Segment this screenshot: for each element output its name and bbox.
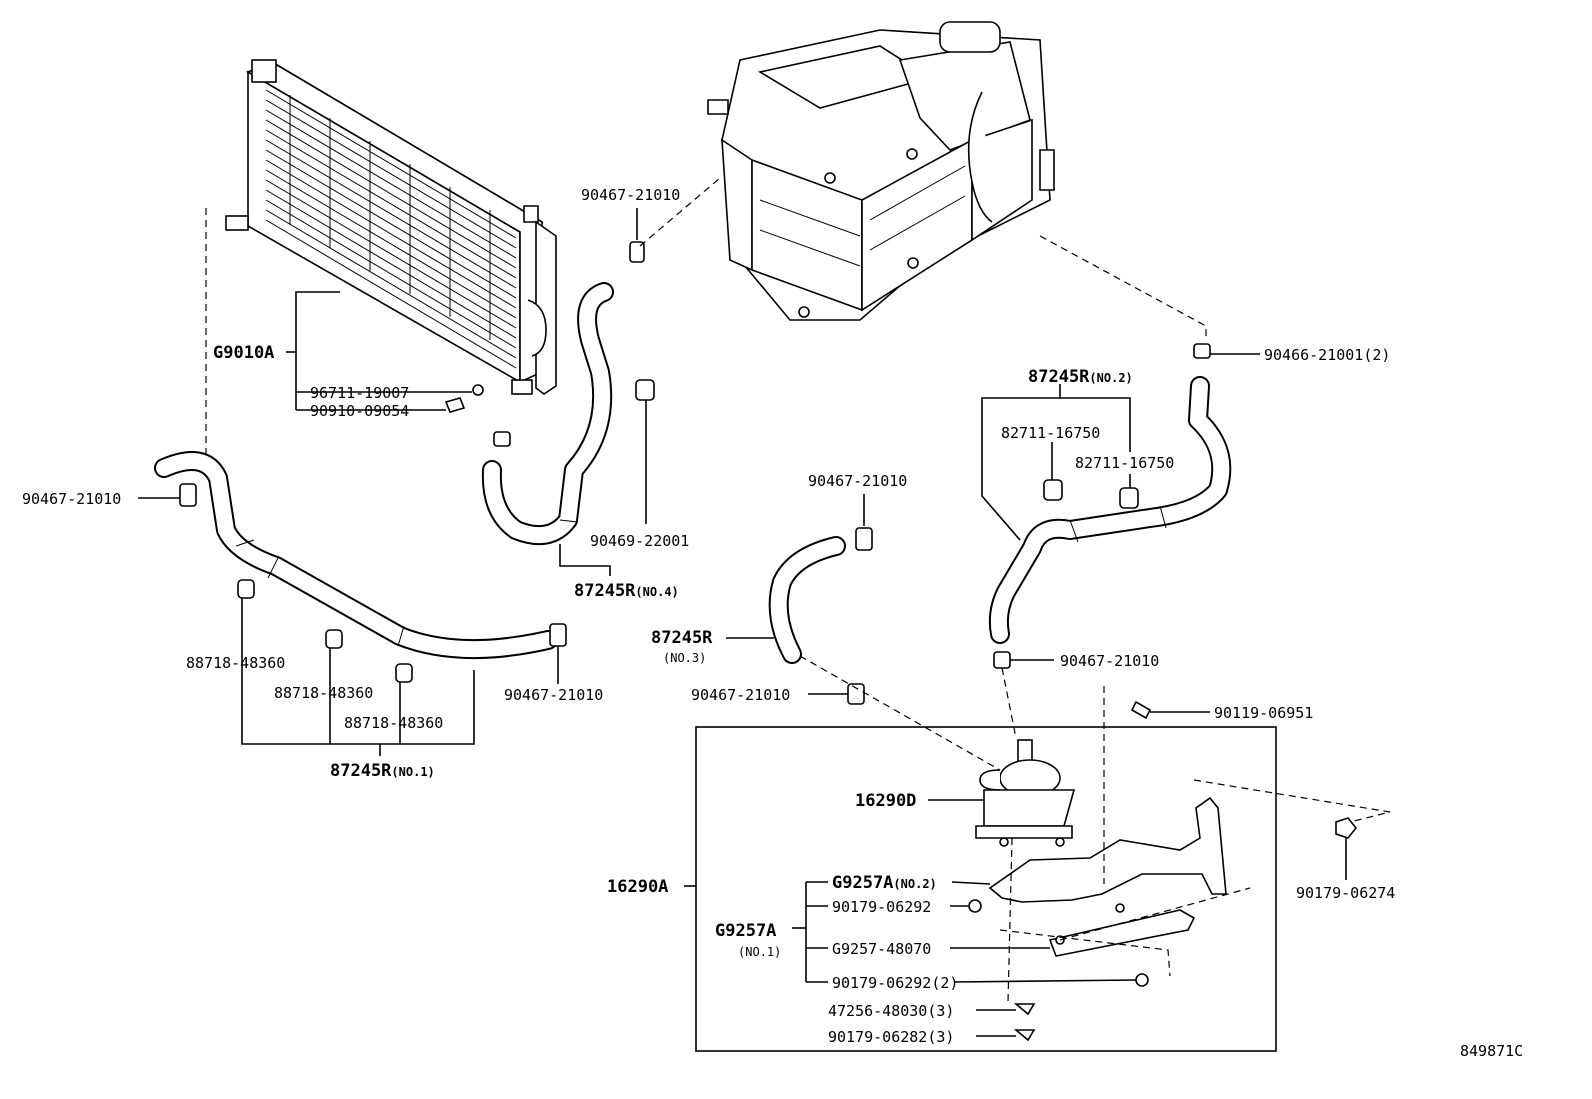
inverter-assembly-illustration (707, 21, 1055, 321)
label-g9257-48070: G9257-48070 (832, 940, 931, 958)
clamp-88718-48360-a (237, 579, 255, 599)
label-96711-19007: 96711-19007 (310, 384, 409, 402)
nut-90179-06274 (1335, 817, 1358, 839)
clamp-88718-48360-b (325, 629, 343, 649)
label-90467-21010-top: 90467-21010 (581, 186, 680, 204)
label-16290d: 16290D (855, 791, 916, 811)
label-90179-06292-2: 90179-06292(2) (832, 974, 958, 992)
label-90119-06951: 90119-06951 (1214, 704, 1313, 722)
o-ring-96711-19007 (472, 384, 484, 396)
label-g9257a-no2: G9257A(NO.2) (832, 873, 937, 893)
pump-assembly-box (695, 726, 1277, 1052)
water-pump-illustration (975, 739, 1076, 847)
nut-47256-48030 (1013, 1003, 1036, 1016)
hose-no4-illustration (481, 282, 614, 546)
clamp-90467-21010-midlow (847, 683, 865, 705)
label-87245r-no3: 87245R (651, 628, 713, 648)
bolt-90119-06951 (1130, 700, 1152, 720)
label-90179-06292: 90179-06292 (832, 898, 931, 916)
clamp-90467-21010-top (629, 241, 645, 263)
label-87245r-no1: 87245R(NO.1) (330, 761, 435, 781)
clamp-82711-16750-a (1043, 479, 1063, 501)
clamp-88718-48360-c (395, 663, 413, 683)
label-88718-48360-b: 88718-48360 (274, 684, 373, 702)
label-g9010a: G9010A (213, 343, 274, 363)
leader-lines (138, 208, 1347, 1037)
clamp-90469-22001 (635, 379, 655, 401)
label-88718-48360-c: 88718-48360 (344, 714, 443, 732)
pump-bracket-illustration (968, 796, 1227, 987)
label-16290a: 16290A (607, 877, 668, 897)
clip-radiator-lower (493, 431, 511, 447)
label-90179-06274: 90179-06274 (1296, 884, 1395, 902)
label-90910-09054: 90910-09054 (310, 402, 409, 420)
label-90467-21010-lowleft: 90467-21010 (504, 686, 603, 704)
radiator-illustration (225, 59, 557, 395)
label-90467-21010-left: 90467-21010 (22, 490, 121, 508)
nut-90179-06282 (1013, 1029, 1036, 1042)
label-90467-21010-right: 90467-21010 (1060, 652, 1159, 670)
label-90466-21001: 90466-21001(2) (1264, 346, 1390, 364)
label-g9257a-no1-sub: (NO.1) (738, 945, 781, 959)
hose-no3-illustration (768, 536, 846, 664)
label-87245r-no3-sub: (NO.3) (663, 651, 706, 665)
label-47256-48030: 47256-48030(3) (828, 1002, 954, 1020)
label-90467-21010-mid: 90467-21010 (808, 472, 907, 490)
hose-no1-illustration (154, 451, 558, 660)
plug-90910-09054 (444, 397, 466, 413)
label-90467-21010-midlow: 90467-21010 (691, 686, 790, 704)
hose-no2-illustration (988, 376, 1232, 644)
assembly-dashed-lines (205, 177, 1391, 1003)
clamp-90467-21010-left (179, 483, 197, 507)
clamp-90467-21010-mid (855, 527, 873, 551)
diagram-code: 849871C (1460, 1042, 1523, 1060)
label-88718-48360-a: 88718-48360 (186, 654, 285, 672)
label-82711-16750-b: 82711-16750 (1075, 454, 1174, 472)
label-87245r-no4: 87245R(NO.4) (574, 581, 679, 601)
clamp-82711-16750-b (1119, 487, 1139, 509)
label-87245r-no2: 87245R(NO.2) (1028, 367, 1133, 387)
label-g9257a-no1: G9257A (715, 921, 776, 941)
clamp-parts (179, 241, 1358, 1042)
label-90179-06282: 90179-06282(3) (828, 1028, 954, 1046)
label-90469-22001: 90469-22001 (590, 532, 689, 550)
clamp-90467-21010-lowleft (549, 623, 567, 647)
clamp-90467-21010-right (993, 651, 1011, 669)
part-labels: G9010A 96711-19007 90910-09054 90467-210… (22, 186, 1523, 1060)
label-82711-16750-a: 82711-16750 (1001, 424, 1100, 442)
clamp-90466-21001 (1193, 343, 1211, 359)
